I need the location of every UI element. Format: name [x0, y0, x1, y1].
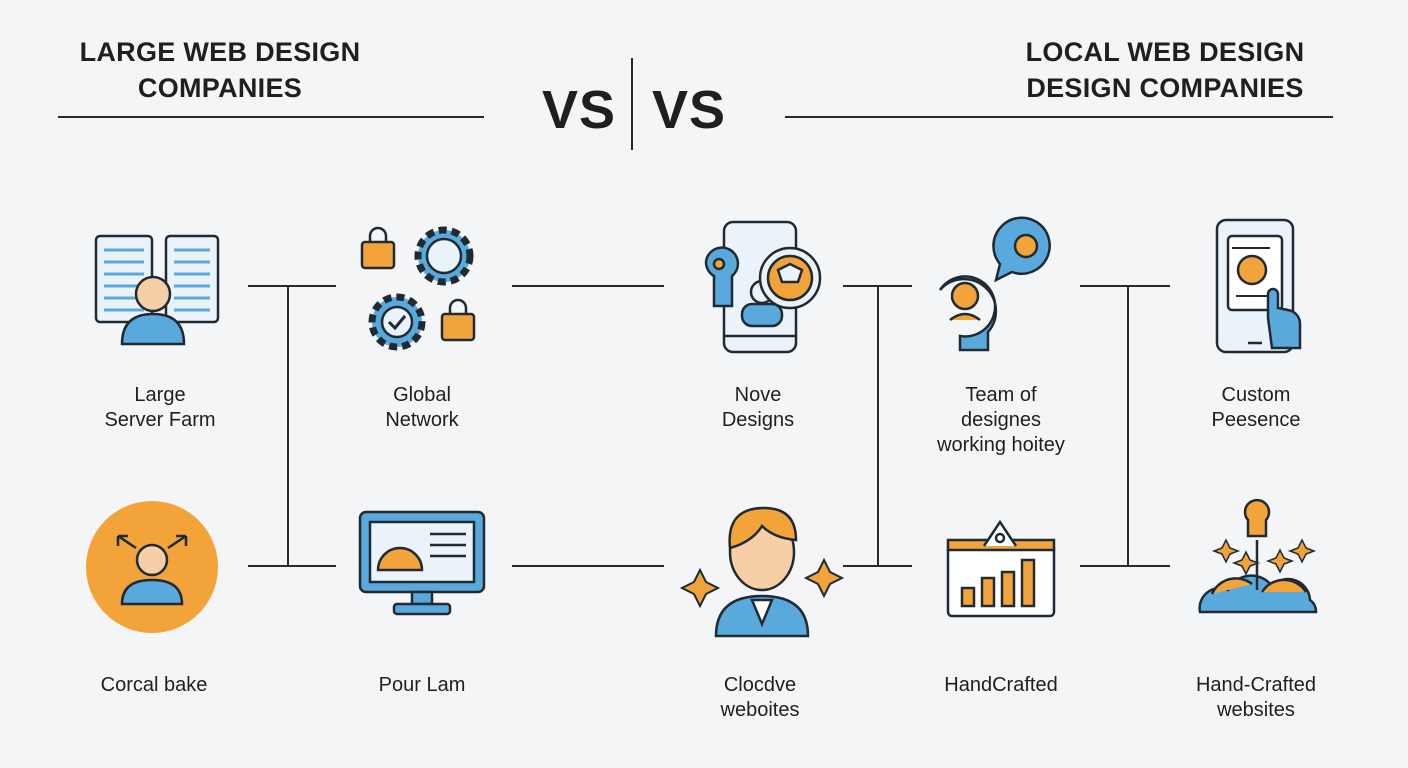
left-header-line-1: LARGE WEB DESIGN	[79, 37, 361, 67]
gears-network-icon	[360, 226, 476, 351]
label-nove-designs: Nove Designs	[648, 383, 868, 433]
label-line: Corcal bake	[100, 674, 208, 696]
label-corcal-bake: Corcal bake	[44, 673, 264, 698]
header-rules	[58, 58, 1333, 150]
right-header-line-1: LOCAL WEB DESIGN	[1025, 37, 1305, 67]
bar-chart-icon	[946, 519, 1056, 618]
label-hand-crafted-websites: Hand-Crafted websites	[1146, 673, 1366, 723]
server-farm-icon	[94, 234, 220, 346]
label-line: Large	[134, 384, 186, 406]
right-header-line-2: DESIGN COMPANIES	[1026, 73, 1304, 103]
label-line: working hoitey	[937, 434, 1065, 456]
label-line: websites	[1217, 699, 1295, 721]
label-line: Custom	[1221, 384, 1291, 406]
left-header-line-2: COMPANIES	[137, 73, 303, 103]
label-line: HandCrafted	[944, 674, 1058, 696]
mobile-design-icon	[704, 220, 822, 354]
label-line: Nove	[734, 384, 782, 406]
label-line: Global	[393, 384, 451, 406]
left-header: LARGE WEB DESIGN COMPANIES	[60, 34, 380, 106]
label-line: weboites	[720, 699, 800, 721]
label-handcrafted: HandCrafted	[891, 673, 1111, 698]
label-line: Server Farm	[104, 409, 216, 431]
label-pour-lam: Pour Lam	[312, 673, 532, 698]
label-line: Hand-Crafted	[1195, 674, 1317, 696]
connector-lines	[248, 285, 1170, 567]
label-creative-websites: Clocdve weboites	[650, 673, 870, 723]
label-line: Clocdve	[723, 674, 797, 696]
label-line: Peesence	[1211, 409, 1301, 431]
label-large-server-farm: Large Server Farm	[50, 383, 270, 433]
label-line: designes	[960, 409, 1042, 431]
vs-left: VS	[542, 80, 617, 140]
right-header: LOCAL WEB DESIGN DESIGN COMPANIES	[1000, 34, 1330, 106]
label-line: Network	[385, 409, 459, 431]
team-chat-icon	[938, 216, 1051, 352]
label-team-of-designers: Team of designes working hoitey	[891, 383, 1111, 458]
label-custom-presence: Custom Peesence	[1146, 383, 1366, 433]
person-arrows-icon	[86, 501, 218, 633]
idea-cloud-icon	[1198, 498, 1318, 614]
label-line: Designs	[721, 409, 795, 431]
label-line: Pour Lam	[378, 674, 466, 696]
label-global-network: Global Network	[312, 383, 532, 433]
vs-right: VS	[652, 80, 727, 140]
creative-person-icon	[679, 506, 845, 638]
label-line: Team of	[965, 384, 1037, 406]
monitor-dashboard-icon	[358, 510, 486, 616]
tablet-profile-icon	[1215, 218, 1302, 354]
